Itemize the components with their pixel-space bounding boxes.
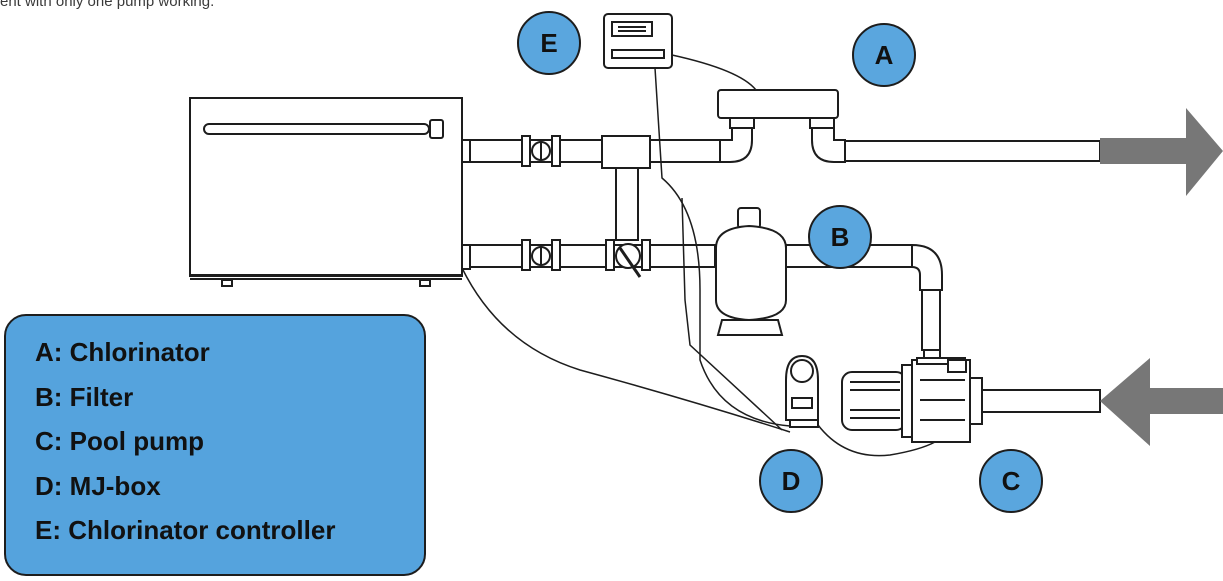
sand-filter [715,207,787,336]
marker-b-label: B [831,222,850,252]
legend-box: A: Chlorinator B: Filter C: Pool pump D:… [4,314,426,576]
return-pipe [809,117,1101,163]
upper-pipe [461,117,755,241]
chlorinator-cell [717,89,839,119]
cables [461,54,936,457]
caption-text: ent with only one pump working. [0,0,215,10]
marker-c: C [979,449,1043,513]
outflow-arrow [1100,108,1223,196]
pool-pump [841,357,1101,443]
legend-item-mj-box: D: MJ-box [35,470,161,501]
legend-item-pool-pump: C: Pool pump [35,426,204,456]
marker-b: B [808,205,872,269]
marker-e: E [517,11,581,75]
legend-item-chlorinator: A: Chlorinator [35,337,210,367]
mj-box [785,354,819,428]
legend-item-filter: B: Filter [35,381,134,412]
inflow-arrow [1100,358,1223,446]
marker-a: A [852,23,916,87]
lower-pipe [461,239,943,361]
marker-d-label: D [782,466,801,496]
marker-a-label: A [875,40,894,70]
marker-e-label: E [540,28,557,58]
marker-d: D [759,449,823,513]
marker-c-label: C [1002,466,1021,496]
heat-pump-unit [189,97,463,287]
chlorinator-controller [603,13,673,69]
legend-item-chlorinator-controller: E: Chlorinator controller [35,515,336,545]
